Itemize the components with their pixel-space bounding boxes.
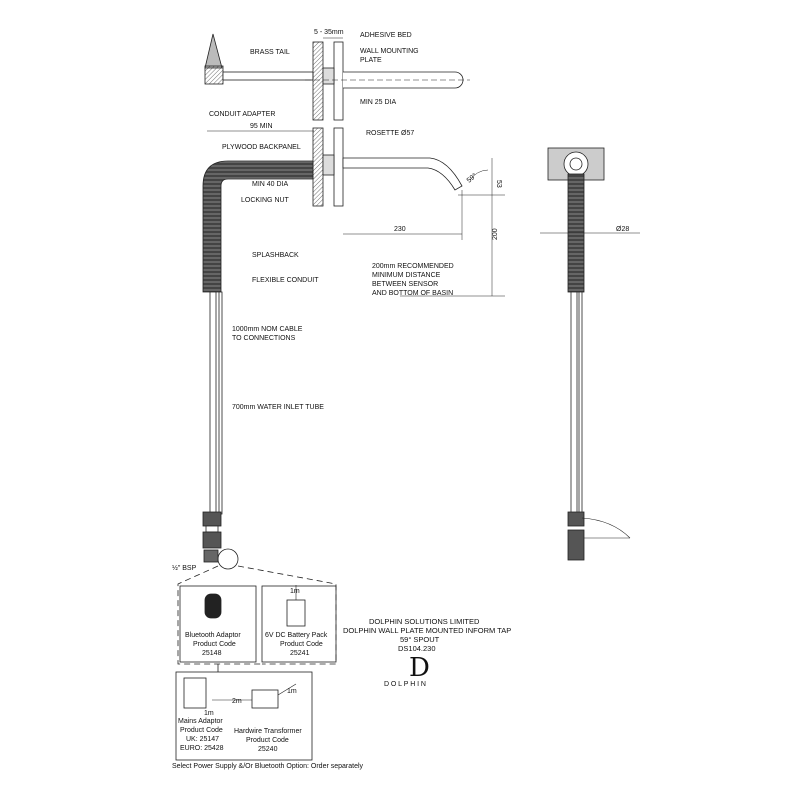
- label-dim-95: 95 MIN: [250, 123, 273, 130]
- cable-tube: [218, 291, 223, 515]
- label-water-tube: 700mm WATER INLET TUBE: [232, 404, 324, 411]
- water-inlet-tube: [209, 291, 217, 515]
- battery-line-2: Product Code: [280, 641, 323, 648]
- label-brass-tail: BRASS TAIL: [250, 49, 290, 56]
- dolphin-logo-text: DOLPHIN: [384, 681, 428, 688]
- transformer-line-2: Product Code: [246, 737, 289, 744]
- mains-cable-length: 1m: [204, 710, 214, 717]
- label-wall-plate-2: PLATE: [360, 57, 382, 64]
- conduit-adapter: [204, 65, 224, 85]
- mains-line-4: EURO: 25428: [180, 745, 224, 752]
- title-line-1: DOLPHIN SOLUTIONS LIMITED: [369, 617, 480, 626]
- label-rec-3: BETWEEN SENSOR: [372, 281, 438, 288]
- bluetooth-line-3: 25148: [202, 650, 222, 657]
- label-cable-1: 1000mm NOM CABLE: [232, 326, 303, 333]
- label-rec-2: MINIMUM DISTANCE: [372, 272, 441, 279]
- mains-adaptor-shape: [183, 677, 207, 709]
- label-splashback: SPLASHBACK: [252, 252, 299, 259]
- battery-cable-length: 1m: [290, 588, 300, 595]
- wall-plate-top: [333, 41, 344, 121]
- transformer-shape: [251, 689, 279, 709]
- mains-box: [175, 671, 313, 761]
- brass-tail-shape: [204, 33, 223, 69]
- label-dim-28: Ø28: [616, 226, 629, 233]
- transformer-length-a: 2m: [232, 698, 242, 705]
- spout: [342, 157, 463, 191]
- transformer-line-3: 25240: [258, 746, 278, 753]
- title-line-4: DS104.230: [398, 644, 436, 653]
- title-line-3: 59° SPOUT: [400, 635, 440, 644]
- connector-lower: [202, 531, 222, 549]
- annotation-labels: 5 - 35mm ADHESIVE BED BRASS TAIL WALL MO…: [172, 29, 629, 770]
- label-conduit-adapter: CONDUIT ADAPTER: [209, 111, 275, 118]
- mains-line-1: Mains Adaptor: [178, 718, 223, 725]
- bluetooth-line-1: Bluetooth Adaptor: [185, 632, 241, 639]
- bluetooth-logo: [204, 593, 222, 619]
- label-dim-53: 53: [495, 180, 502, 188]
- plywood-top: [312, 41, 324, 121]
- label-wall-plate-1: WALL MOUNTING: [360, 48, 419, 55]
- transformer-line-1: Hardwire Transformer: [234, 728, 302, 735]
- battery-line-1: 6V DC Battery Pack: [265, 632, 328, 639]
- bluetooth-line-2: Product Code: [193, 641, 236, 648]
- side-section-view: [202, 127, 505, 570]
- label-cable-2: TO CONNECTIONS: [232, 335, 296, 342]
- label-rosette: ROSETTE Ø57: [366, 130, 414, 137]
- dolphin-logo-mark: D: [409, 653, 430, 683]
- label-flexible-conduit: FLEXIBLE CONDUIT: [252, 277, 319, 284]
- label-adhesive-bed: ADHESIVE BED: [360, 32, 412, 39]
- label-rec-1: 200mm RECOMMENDED: [372, 263, 454, 270]
- battery-line-3: 25241: [290, 650, 310, 657]
- label-min-40: MIN 40 DIA: [252, 181, 289, 188]
- label-dim-5-35: 5 - 35mm: [314, 29, 344, 36]
- label-locking-nut: LOCKING NUT: [241, 197, 290, 204]
- label-bsp: ½" BSP: [172, 564, 197, 572]
- detail-circle: [217, 548, 239, 570]
- mains-line-2: Product Code: [180, 727, 223, 734]
- plywood-side: [312, 127, 324, 207]
- top-detail-view: [204, 33, 470, 121]
- battery-box: [261, 585, 337, 663]
- bluetooth-box: [179, 585, 257, 663]
- label-dim-200: 200: [492, 228, 499, 240]
- connector-upper: [202, 511, 222, 527]
- battery-pack-shape: [286, 599, 306, 627]
- transformer-length-b: 1m: [287, 688, 297, 695]
- label-dim-230: 230: [394, 226, 406, 233]
- label-plywood: PLYWOOD BACKPANEL: [222, 144, 301, 151]
- front-view: [540, 147, 640, 561]
- title-line-2: DOLPHIN WALL PLATE MOUNTED INFORM TAP: [343, 626, 511, 635]
- footer-note: Select Power Supply &/Or Bluetooth Optio…: [172, 763, 364, 770]
- label-min-25: MIN 25 DIA: [360, 99, 397, 106]
- mains-line-3: UK: 25147: [186, 736, 219, 743]
- label-rec-4: AND BOTTOM OF BASIN: [372, 290, 453, 297]
- accessory-boxes: [175, 565, 337, 761]
- wall-plate-side: [333, 127, 344, 207]
